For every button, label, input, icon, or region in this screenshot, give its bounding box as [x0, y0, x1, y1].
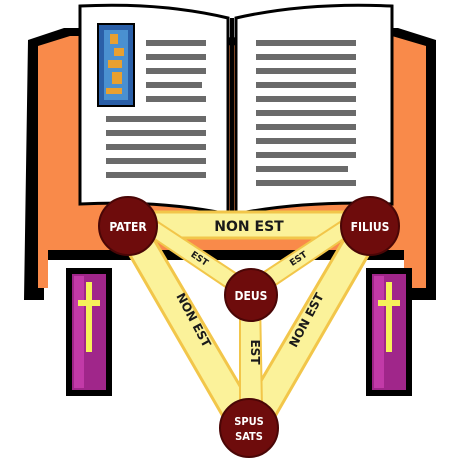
- book-illustration: [97, 23, 135, 107]
- left-candle: [66, 268, 112, 396]
- node-pater-label: PATER: [109, 220, 147, 234]
- node-filius-label: FILIUS: [351, 220, 390, 234]
- left-page-text: [106, 40, 206, 178]
- label-deus-spiritus: EST: [248, 339, 262, 365]
- node-pater: PATER: [98, 196, 158, 256]
- node-filius: FILIUS: [340, 196, 400, 256]
- node-deus-label: DEUS: [235, 289, 268, 303]
- right-page-text: [256, 40, 356, 186]
- node-deus: DEUS: [224, 268, 278, 322]
- node-spiritus: SPUS SATS: [219, 398, 279, 458]
- trinity-bands: [117, 210, 381, 434]
- node-spiritus-label-2: SATS: [235, 430, 263, 443]
- right-candle: [366, 268, 412, 396]
- node-spiritus-label-1: SPUS: [234, 415, 264, 428]
- label-pater-filius: NON EST: [214, 219, 284, 235]
- open-book: [24, 3, 436, 300]
